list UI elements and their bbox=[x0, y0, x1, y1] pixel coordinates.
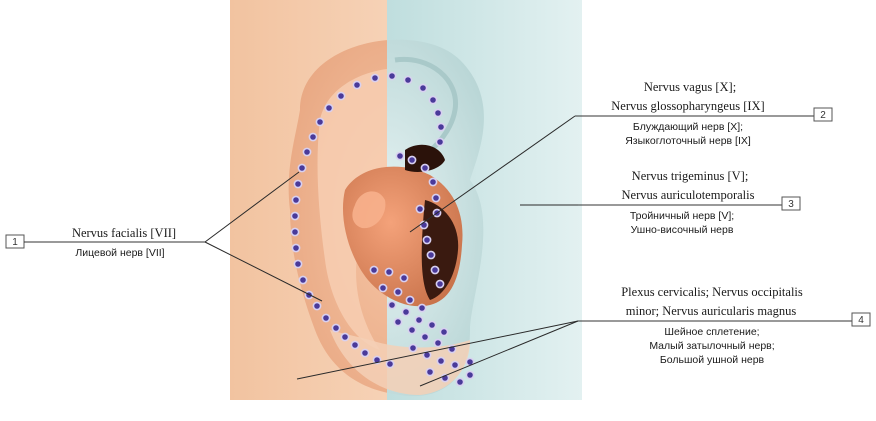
innervation-dot bbox=[303, 148, 310, 155]
innervation-dot bbox=[437, 357, 444, 364]
label-1-latin: Nervus facialis [VII] bbox=[72, 226, 176, 240]
label-3-latin-line-1: Nervus trigeminus [V]; bbox=[632, 169, 749, 183]
innervation-dot bbox=[421, 164, 428, 171]
innervation-dot bbox=[416, 205, 423, 212]
innervation-dot bbox=[419, 84, 426, 91]
innervation-dot bbox=[353, 81, 360, 88]
innervation-dot bbox=[451, 361, 458, 368]
label-1: 1 Nervus facialis [VII] Лицевой нерв [VI… bbox=[6, 226, 205, 259]
innervation-dot bbox=[291, 228, 298, 235]
innervation-dot bbox=[428, 321, 435, 328]
innervation-dot bbox=[421, 333, 428, 340]
innervation-dot bbox=[298, 164, 305, 171]
label-2-russian-line-2: Языкоглоточный нерв [IX] bbox=[625, 135, 751, 147]
innervation-dot bbox=[361, 349, 368, 356]
label-3: Nervus trigeminus [V]; Nervus auriculote… bbox=[578, 169, 800, 236]
label-3-latin-line-2: Nervus auriculotemporalis bbox=[622, 188, 755, 202]
innervation-dot bbox=[292, 244, 299, 251]
innervation-dot bbox=[325, 104, 332, 111]
label-4-latin-line-1: Plexus cervicalis; Nervus occipitalis bbox=[621, 285, 803, 299]
innervation-dot bbox=[371, 74, 378, 81]
innervation-dot bbox=[316, 118, 323, 125]
innervation-dot bbox=[408, 326, 415, 333]
innervation-dot bbox=[440, 328, 447, 335]
innervation-dot bbox=[394, 288, 401, 295]
label-3-russian-line-2: Ушно-височный нерв bbox=[631, 224, 734, 236]
innervation-dot bbox=[434, 109, 441, 116]
innervation-dot bbox=[292, 196, 299, 203]
label-1-russian: Лицевой нерв [VII] bbox=[75, 247, 164, 259]
innervation-dot bbox=[394, 318, 401, 325]
innervation-dot bbox=[294, 260, 301, 267]
innervation-dot bbox=[418, 304, 425, 311]
innervation-dot bbox=[436, 138, 443, 145]
innervation-dot bbox=[337, 92, 344, 99]
innervation-dot bbox=[388, 301, 395, 308]
innervation-dot bbox=[370, 266, 377, 273]
label-3-russian-line-1: Тройничный нерв [V]; bbox=[630, 210, 734, 222]
innervation-dot bbox=[379, 284, 386, 291]
innervation-dot bbox=[409, 344, 416, 351]
innervation-dot bbox=[434, 339, 441, 346]
innervation-dot bbox=[341, 333, 348, 340]
innervation-dot bbox=[388, 72, 395, 79]
innervation-dot bbox=[402, 308, 409, 315]
innervation-dot bbox=[309, 133, 316, 140]
innervation-dot bbox=[313, 302, 320, 309]
innervation-dot bbox=[322, 314, 329, 321]
label-3-number: 3 bbox=[788, 199, 794, 210]
innervation-dot bbox=[431, 266, 438, 273]
innervation-dot bbox=[423, 236, 430, 243]
innervation-dot bbox=[294, 180, 301, 187]
label-4-russian-line-3: Большой ушной нерв bbox=[660, 354, 765, 366]
innervation-dot bbox=[351, 341, 358, 348]
label-1-number: 1 bbox=[12, 237, 18, 248]
label-4-russian-line-1: Шейное сплетение; bbox=[664, 326, 759, 338]
label-4-number: 4 bbox=[858, 315, 864, 326]
label-2-latin-line-1: Nervus vagus [X]; bbox=[644, 80, 736, 94]
innervation-dot bbox=[427, 251, 434, 258]
innervation-dot bbox=[299, 276, 306, 283]
innervation-dot bbox=[432, 194, 439, 201]
innervation-dot bbox=[456, 378, 463, 385]
innervation-dot bbox=[386, 360, 393, 367]
innervation-dot bbox=[429, 178, 436, 185]
innervation-dot bbox=[400, 274, 407, 281]
innervation-dot bbox=[291, 212, 298, 219]
label-4-russian-line-2: Малый затылочный нерв; bbox=[649, 340, 774, 352]
label-2-russian-line-1: Блуждающий нерв [X]; bbox=[633, 121, 743, 133]
innervation-dot bbox=[426, 368, 433, 375]
label-4: Plexus cervicalis; Nervus occipitalis mi… bbox=[578, 285, 870, 366]
innervation-dot bbox=[406, 296, 413, 303]
label-2: Nervus vagus [X]; Nervus glossopharyngeu… bbox=[575, 80, 832, 147]
innervation-dot bbox=[408, 156, 415, 163]
innervation-dot bbox=[396, 152, 403, 159]
label-2-number: 2 bbox=[820, 110, 826, 121]
innervation-dot bbox=[385, 268, 392, 275]
innervation-dot bbox=[466, 371, 473, 378]
innervation-dot bbox=[436, 280, 443, 287]
innervation-dot bbox=[429, 96, 436, 103]
label-2-latin-line-2: Nervus glossopharyngeus [IX] bbox=[611, 99, 764, 113]
innervation-dot bbox=[332, 324, 339, 331]
innervation-dot bbox=[437, 123, 444, 130]
label-4-latin-line-2: minor; Nervus auricularis magnus bbox=[626, 304, 797, 318]
innervation-dot bbox=[404, 76, 411, 83]
innervation-dot bbox=[415, 316, 422, 323]
